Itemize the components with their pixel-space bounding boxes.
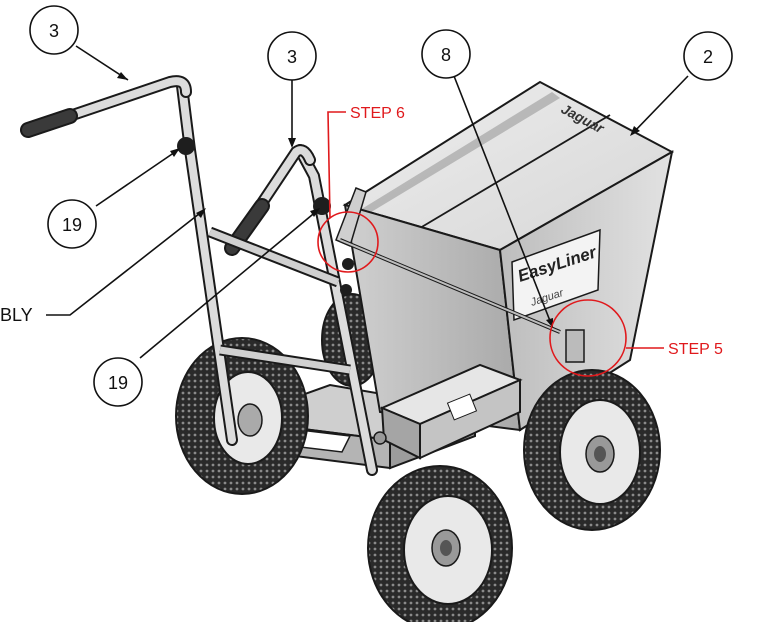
callout-2: 2 xyxy=(683,31,733,81)
wheel-front-left xyxy=(367,465,513,622)
step-5-marker: STEP 5 xyxy=(549,299,723,377)
callout-2-label: 2 xyxy=(703,47,713,67)
callout-19-top-label: 19 xyxy=(62,215,82,235)
callout-3-right: 3 xyxy=(267,31,317,81)
callout-3-right-label: 3 xyxy=(287,47,297,67)
side-tray xyxy=(373,363,523,460)
hopper-logo-panel: EasyLiner Jaguar xyxy=(511,228,601,322)
callout-19-bottom-label: 19 xyxy=(108,373,128,393)
callout-8: 8 xyxy=(421,29,471,79)
step-6-marker: STEP 6 xyxy=(317,105,405,273)
callout-3-left-label: 3 xyxy=(49,21,59,41)
step-5-label: STEP 5 xyxy=(668,341,723,358)
step-6-label: STEP 6 xyxy=(350,105,405,122)
callout-3-left: 3 xyxy=(29,5,79,55)
callout-leaders xyxy=(46,45,689,359)
callout-8-label: 8 xyxy=(441,45,451,65)
callout-19-bottom: 19 xyxy=(93,357,143,407)
handle-frame xyxy=(20,75,561,476)
wheel-front-right xyxy=(523,369,661,531)
assembly-label-partial: BLY xyxy=(0,305,33,325)
callout-19-top: 19 xyxy=(47,199,97,249)
